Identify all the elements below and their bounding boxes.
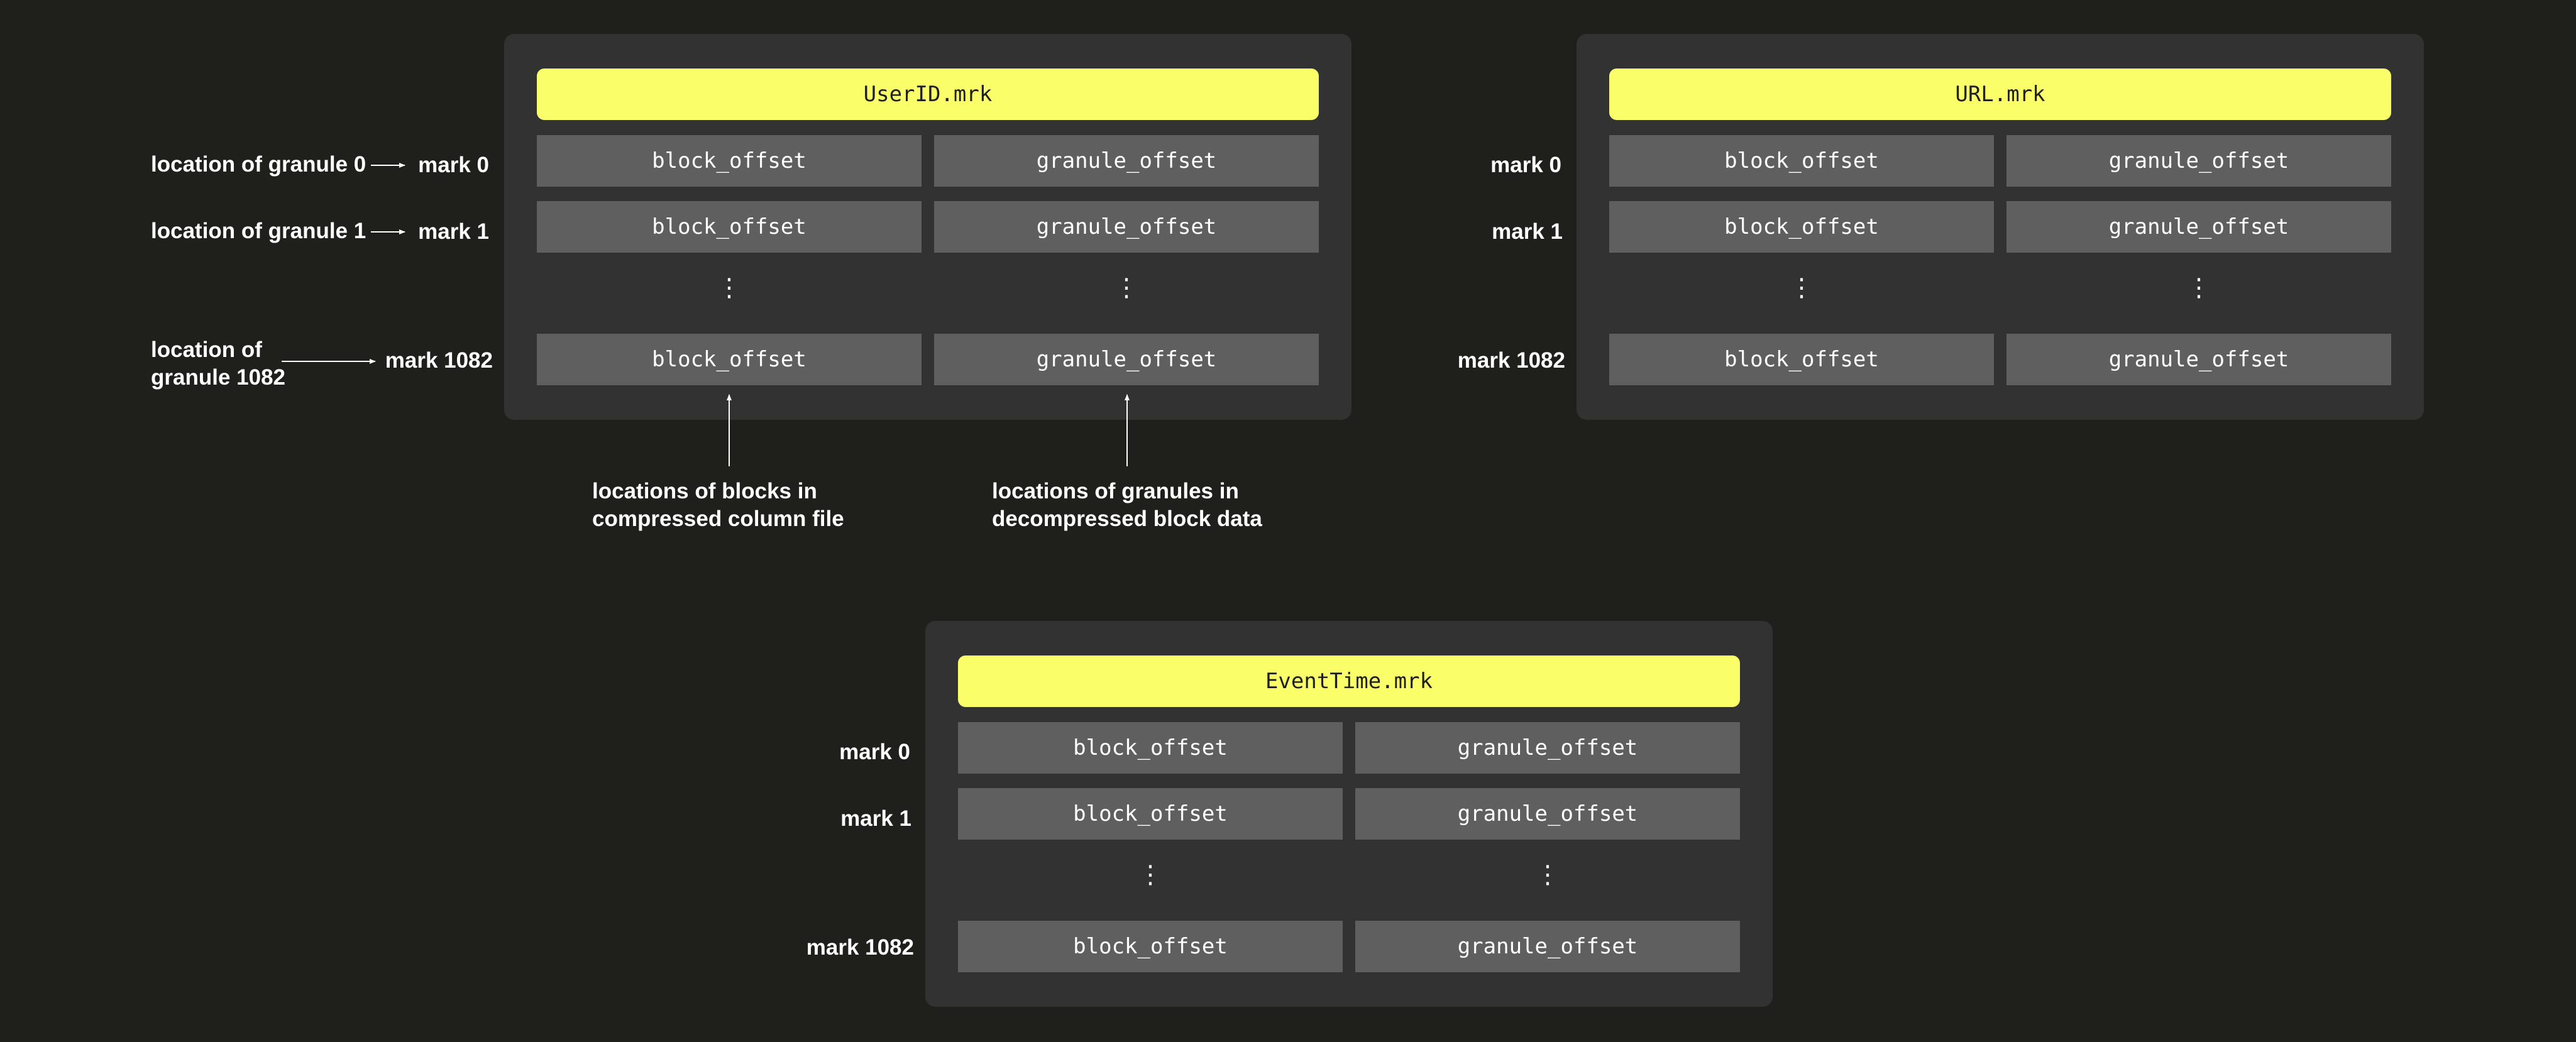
eventtime-mrk-title: EventTime.mrk: [958, 655, 1740, 707]
url-mrk-title: URL.mrk: [1609, 69, 2391, 120]
mark-label: mark 0: [1490, 153, 1561, 177]
granule-offset-cell: granule_offset: [1355, 921, 1740, 972]
userid-mrk-panel: UserID.mrk block_offset granule_offset b…: [504, 34, 1351, 420]
mark-label: mark 1: [418, 219, 489, 244]
url-mrk-panel: URL.mrk block_offset granule_offset bloc…: [1577, 34, 2424, 420]
granule-offset-cell: granule_offset: [934, 135, 1319, 187]
granules-location-annotation-line2: decompressed block data: [992, 507, 1262, 531]
block-offset-cell: block_offset: [537, 334, 922, 385]
vertical-ellipsis-icon: ⋮: [2186, 274, 2211, 302]
block-offset-cell: block_offset: [1609, 135, 1994, 187]
granule-1082-location-label: location of granule 1082: [151, 336, 285, 392]
granule-offset-cell: granule_offset: [2006, 334, 2391, 385]
blocks-location-annotation: locations of blocks in compressed column…: [592, 478, 844, 533]
granule-offset-cell: granule_offset: [2006, 201, 2391, 253]
block-offset-cell: block_offset: [958, 788, 1343, 840]
granule-offset-cell: granule_offset: [1355, 722, 1740, 774]
granules-location-annotation: locations of granules in decompressed bl…: [992, 478, 1262, 533]
granule-offset-cell: granule_offset: [2006, 135, 2391, 187]
granules-location-annotation-line1: locations of granules in: [992, 479, 1239, 503]
block-offset-cell: block_offset: [1609, 201, 1994, 253]
mark-label: mark 1: [1492, 219, 1563, 244]
block-offset-cell: block_offset: [958, 722, 1343, 774]
userid-mrk-title: UserID.mrk: [537, 69, 1319, 120]
mark-label: mark 0: [839, 740, 910, 764]
eventtime-mrk-panel: EventTime.mrk block_offset granule_offse…: [925, 621, 1773, 1007]
vertical-ellipsis-icon: ⋮: [1138, 861, 1163, 889]
mark-label: mark 1: [840, 806, 911, 831]
mark-label: mark 0: [418, 153, 489, 177]
mark-label: mark 1082: [385, 348, 493, 373]
vertical-ellipsis-icon: ⋮: [717, 274, 742, 302]
block-offset-cell: block_offset: [958, 921, 1343, 972]
granule-0-location-label: location of granule 0: [151, 152, 366, 177]
block-offset-cell: block_offset: [537, 135, 922, 187]
vertical-ellipsis-icon: ⋮: [1789, 274, 1814, 302]
granule-offset-cell: granule_offset: [934, 334, 1319, 385]
blocks-location-annotation-line2: compressed column file: [592, 507, 844, 531]
mark-label: mark 1082: [806, 935, 914, 960]
granule-1082-location-label-line2: granule 1082: [151, 365, 285, 390]
mark-label: mark 1082: [1457, 348, 1565, 373]
block-offset-cell: block_offset: [537, 201, 922, 253]
blocks-location-annotation-line1: locations of blocks in: [592, 479, 817, 503]
block-offset-cell: block_offset: [1609, 334, 1994, 385]
vertical-ellipsis-icon: ⋮: [1114, 274, 1139, 302]
granule-offset-cell: granule_offset: [934, 201, 1319, 253]
granule-1082-location-label-line1: location of: [151, 337, 262, 362]
vertical-ellipsis-icon: ⋮: [1535, 861, 1560, 889]
granule-offset-cell: granule_offset: [1355, 788, 1740, 840]
granule-1-location-label: location of granule 1: [151, 219, 366, 243]
